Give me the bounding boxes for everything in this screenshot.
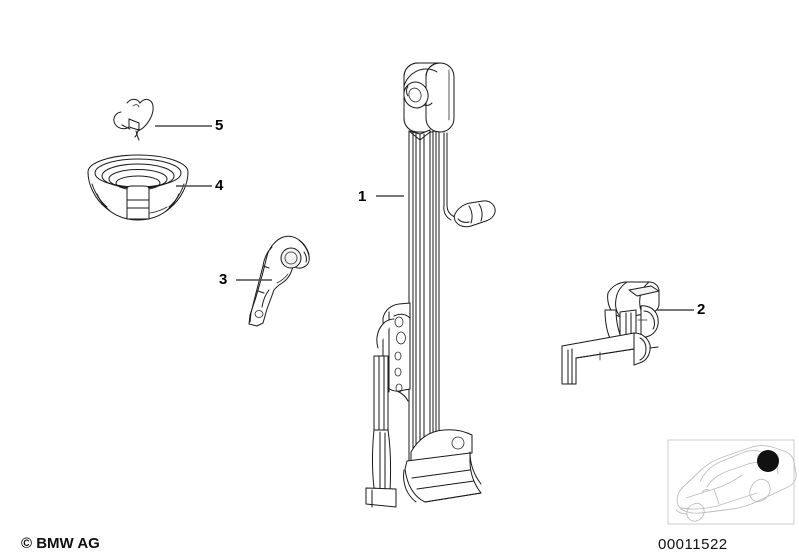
part-5-spring-clip[interactable] bbox=[113, 98, 154, 141]
vehicle-location-thumbnail bbox=[667, 439, 797, 525]
part-4-rubber-grommet[interactable] bbox=[87, 154, 189, 221]
jack-crank-handle bbox=[443, 132, 496, 228]
callout-number-4[interactable]: 4 bbox=[215, 177, 224, 194]
jack-column bbox=[408, 129, 440, 466]
copyright-notice: © BMW AG bbox=[21, 535, 100, 552]
callout-number-5[interactable]: 5 bbox=[215, 117, 224, 134]
jack-base-plate bbox=[403, 429, 482, 503]
part-3-retaining-bracket[interactable] bbox=[248, 235, 310, 327]
part-1-car-jack[interactable] bbox=[365, 62, 496, 508]
location-marker-dot bbox=[757, 450, 779, 472]
jack-crank-housing bbox=[403, 62, 455, 133]
callout-number-2[interactable]: 2 bbox=[697, 301, 706, 318]
part-2-jack-holder[interactable] bbox=[561, 281, 660, 385]
callout-number-3[interactable]: 3 bbox=[219, 271, 228, 288]
callout-leader-lines bbox=[155, 125, 694, 311]
callout-number-1[interactable]: 1 bbox=[358, 188, 367, 205]
diagram-id-number: 00011522 bbox=[658, 536, 728, 553]
jack-lifting-arm bbox=[365, 302, 411, 508]
